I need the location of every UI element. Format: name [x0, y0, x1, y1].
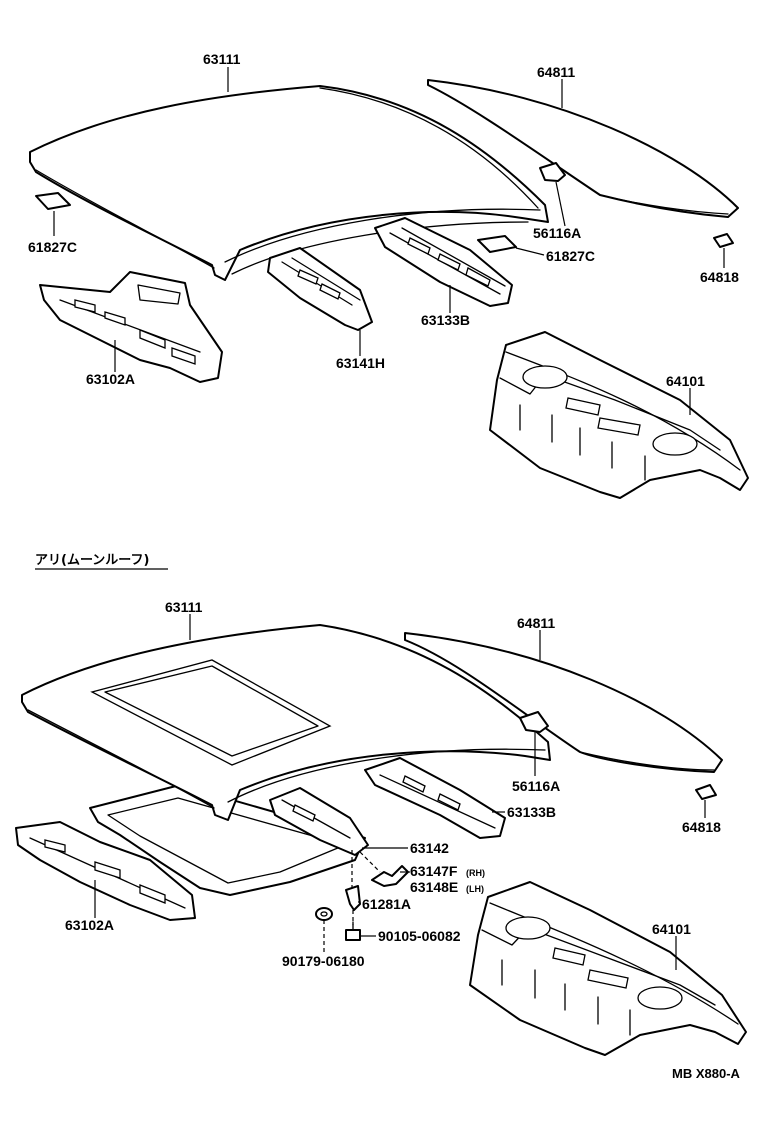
label-bracket-rh-lower: 63147F — [410, 863, 458, 879]
label-nut-lower: 90179-06180 — [282, 953, 365, 969]
label-roof-panel-lower: 63111 — [165, 599, 203, 615]
label-roof-panel-upper: 63111 — [203, 51, 241, 67]
back-window-glass-upper — [427, 79, 739, 218]
lower-section: 63111 64811 56116A 63133B 64818 63142 63… — [15, 599, 747, 1056]
roof-drip-pad-right-upper — [477, 235, 517, 253]
label-reinf-rear-upper: 63133B — [421, 312, 470, 328]
label-header-lower: 63102A — [65, 917, 114, 933]
label-retainer-lower: 61281A — [362, 896, 411, 912]
back-window-glass-lower — [404, 632, 723, 773]
leader-clip-upper — [555, 181, 566, 227]
label-pad-left-upper: 61827C — [28, 239, 77, 255]
label-spacer-upper: 64818 — [700, 269, 739, 285]
label-housing-lower: 63142 — [410, 840, 449, 856]
front-header-panel-lower — [15, 821, 196, 921]
clip-upper — [539, 162, 566, 182]
label-clip-upper: 56116A — [533, 225, 581, 241]
roof-reinforcement-rear-upper — [374, 217, 513, 307]
figure-code: MB X880-A — [672, 1066, 741, 1081]
package-tray-panel-lower — [469, 881, 747, 1056]
label-tray-upper: 64101 — [666, 373, 705, 389]
front-header-panel-upper — [39, 271, 223, 383]
label-reinf-rear-lower: 63133B — [507, 804, 556, 820]
label-bracket-lh-side-lower: (LH) — [466, 884, 484, 894]
label-clip-lower: 56116A — [512, 778, 560, 794]
roof-panel-upper — [29, 85, 549, 281]
label-reinf-front-upper: 63141H — [336, 355, 385, 371]
bracket-lower — [371, 865, 409, 887]
roof-reinforcement-rear-lower — [364, 757, 506, 839]
label-bolt-lower: 90105-06082 — [378, 928, 461, 944]
roof-drip-pad-left-upper — [35, 192, 71, 210]
spacer-upper — [713, 233, 734, 248]
nut-lower — [315, 907, 333, 921]
label-bracket-rh-side-lower: (RH) — [466, 868, 485, 878]
label-header-upper: 63102A — [86, 371, 135, 387]
label-spacer-lower: 64818 — [682, 819, 721, 835]
leader-pad-right-upper — [515, 247, 545, 256]
upper-section: 63111 64811 61827C 61827C 56116A 64818 6… — [28, 51, 749, 499]
section-heading-moonroof: アリ(ムーンルーフ) — [35, 553, 149, 568]
bolt-lower — [345, 921, 361, 941]
assembly-line-3 — [359, 851, 381, 873]
label-glass-upper: 64811 — [537, 64, 575, 80]
spacer-lower — [695, 784, 717, 800]
label-tray-lower: 64101 — [652, 921, 691, 937]
label-pad-right-upper: 61827C — [546, 248, 595, 264]
roof-panel-lower — [21, 624, 551, 821]
clip-lower — [519, 711, 549, 733]
roof-reinforcement-front-lower — [269, 787, 369, 856]
label-glass-lower: 64811 — [517, 615, 555, 631]
package-tray-panel-upper — [489, 331, 749, 499]
roof-reinforcement-front-upper — [267, 247, 373, 331]
label-bracket-lh-lower: 63148E — [410, 879, 458, 895]
retainer-lower — [345, 885, 361, 911]
